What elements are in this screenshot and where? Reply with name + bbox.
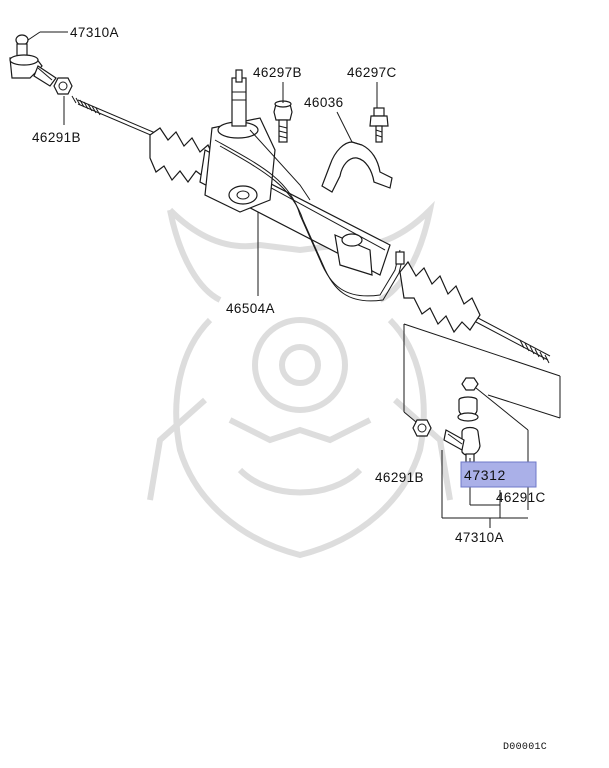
- leader-lines: [27, 31, 561, 528]
- highlight-box: [460, 461, 537, 488]
- drawing-code: D00001C: [503, 742, 547, 753]
- lock-nut-right[interactable]: [412, 419, 432, 437]
- label-46036[interactable]: 46036: [304, 95, 344, 110]
- bolt-46297c[interactable]: [369, 107, 389, 143]
- tie-rod-end-bottom-right[interactable]: [443, 396, 481, 463]
- label-47312[interactable]: 47312: [464, 467, 506, 483]
- nut-46291c[interactable]: [461, 377, 479, 391]
- label-46291b-left[interactable]: 46291B: [32, 130, 81, 145]
- label-46297c[interactable]: 46297C: [347, 65, 397, 80]
- tie-rod-end-top-left[interactable]: [9, 34, 57, 87]
- label-47310a-top[interactable]: 47310A: [70, 25, 119, 40]
- label-46297b[interactable]: 46297B: [253, 65, 302, 80]
- label-46291b-right[interactable]: 46291B: [375, 470, 424, 485]
- watermark-emblem: [147, 200, 453, 559]
- mounting-bracket[interactable]: [321, 141, 393, 193]
- steering-gear-box[interactable]: [71, 69, 551, 364]
- bolt-46297b[interactable]: [273, 100, 293, 143]
- label-46504a[interactable]: 46504A: [226, 301, 275, 316]
- label-46291c[interactable]: 46291C: [496, 490, 546, 505]
- label-47310a-bottom[interactable]: 47310A: [455, 530, 504, 545]
- lock-nut-left[interactable]: [53, 77, 73, 95]
